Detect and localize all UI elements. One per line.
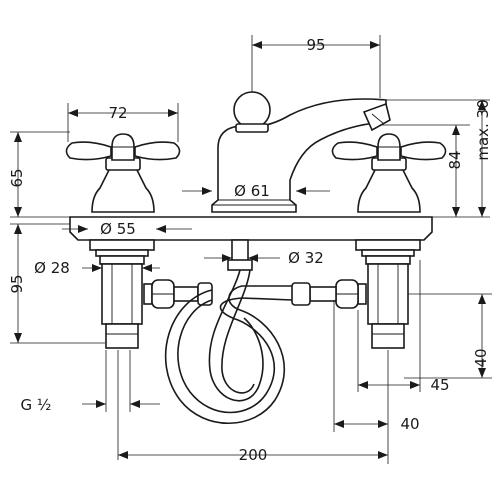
spout [211, 91, 391, 213]
center-tailpiece [227, 239, 253, 271]
left-connector [143, 279, 213, 309]
dim-handle-span: 72 [108, 104, 127, 122]
dim-center-diameter: Ø 32 [288, 249, 324, 267]
right-shank [355, 239, 421, 349]
left-handle [65, 133, 181, 213]
left-shank [89, 239, 155, 349]
right-connector [291, 279, 367, 309]
dim-spout-height: 84 [446, 150, 464, 169]
dim-side-offset: 40 [400, 415, 419, 433]
flexible-hose [164, 269, 293, 425]
dim-spout-base-diameter: Ø 61 [234, 182, 270, 200]
dim-shank-diameter: Ø 28 [34, 259, 70, 277]
dim-connector-height: 40 [472, 348, 490, 367]
dim-shank-length: 95 [8, 274, 26, 293]
right-handle [331, 133, 447, 213]
dim-thread: G ½ [21, 396, 52, 414]
dim-spout-reach: 95 [306, 36, 325, 54]
dim-connector-offset: 45 [430, 376, 449, 394]
dim-handle-height: 65 [8, 168, 26, 187]
dim-spout-max: max. 30 [474, 99, 492, 160]
dim-center-spacing: 200 [239, 446, 268, 464]
dim-handle-base-diameter: Ø 55 [100, 220, 136, 238]
